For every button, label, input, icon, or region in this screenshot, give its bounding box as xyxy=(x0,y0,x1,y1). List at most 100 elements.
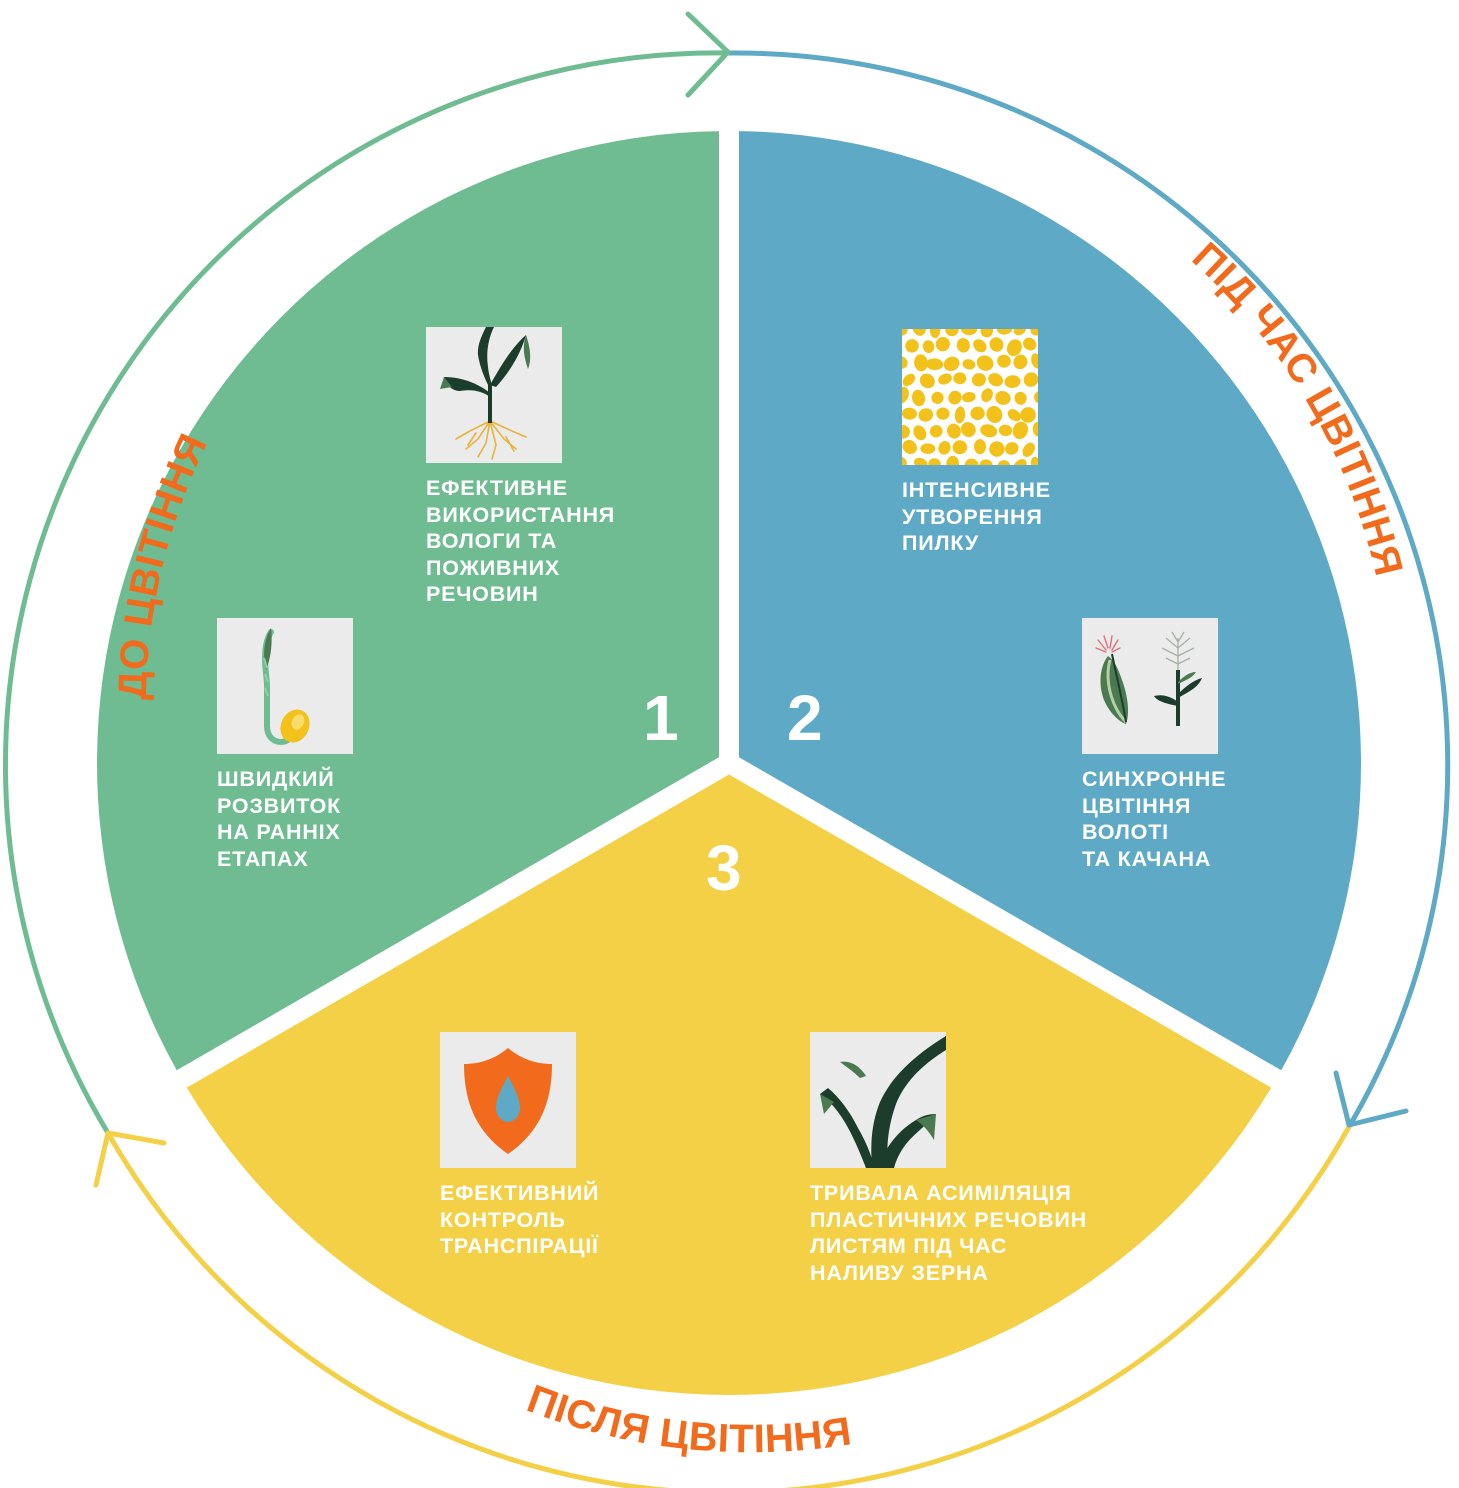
pollen-grain xyxy=(919,373,935,389)
pollen-grain xyxy=(1004,442,1019,455)
pollen-grain xyxy=(997,460,1011,465)
pollen-grain xyxy=(976,355,994,371)
pollen-grain xyxy=(947,423,961,439)
pollen-grain xyxy=(902,373,916,387)
pollen-grain xyxy=(954,406,966,424)
shield-water-drop-icon xyxy=(440,1032,576,1168)
card-caption: ЕФЕКТИВНЕ ВИКОРИСТАННЯ ВОЛОГИ ТА ПОЖИВНИ… xyxy=(426,476,616,606)
pollen-grain xyxy=(902,456,907,465)
pollen-grain xyxy=(997,354,1011,368)
card-rapid-development: ШВИДКИЙ РОЗВИТОК НА РАННІХ ЕТАПАХ xyxy=(217,618,353,872)
pollen-grain xyxy=(1006,339,1022,357)
pollen-grain xyxy=(902,355,908,369)
sprouting-seed-icon xyxy=(217,618,353,754)
pollen-grain xyxy=(913,425,927,441)
pollen-grain xyxy=(1013,329,1027,336)
sector-number-3: 3 xyxy=(706,832,742,904)
card-caption: ШВИДКИЙ РОЗВИТОК НА РАННІХ ЕТАПАХ xyxy=(217,767,342,871)
pollen-grain xyxy=(979,459,993,465)
pollen-grain xyxy=(989,441,1005,457)
arrowhead-top-icon xyxy=(685,11,731,98)
pollen-grain xyxy=(911,389,926,407)
card-moisture-efficiency: ЕФЕКТИВНЕ ВИКОРИСТАННЯ ВОЛОГИ ТА ПОЖИВНИ… xyxy=(426,327,615,608)
pollen-grain xyxy=(1020,407,1036,423)
pollen-grain xyxy=(914,354,928,372)
pollen-grain xyxy=(989,337,1004,352)
card-caption: ТРИВАЛА АСИМІЛЯЦІЯ ПЛАСТИЧНИХ РЕЧОВИН ЛИ… xyxy=(810,1181,1087,1285)
pollen-grain xyxy=(988,372,1004,387)
pollen-grain xyxy=(995,390,1011,405)
pollen-grain xyxy=(961,392,976,403)
card-leaf-assimilation: ТРИВАЛА АСИМІЛЯЦІЯ ПЛАСТИЧНИХ РЕЧОВИН ЛИ… xyxy=(810,1032,1087,1286)
pollen-grain xyxy=(981,388,994,402)
pollen-grain xyxy=(922,340,935,354)
tassel-and-ear-icon xyxy=(1082,618,1218,754)
pollen-grain xyxy=(973,439,987,455)
pollen-grain xyxy=(1014,391,1027,405)
pollen-grain xyxy=(970,406,985,421)
pollen-grain xyxy=(945,329,959,337)
pollen-grain xyxy=(998,424,1013,437)
arrowhead-left-icon xyxy=(93,1130,167,1188)
card-caption: ЕФЕКТИВНИЙ КОНТРОЛЬ ТРАНСПІРАЦІЇ xyxy=(440,1181,600,1258)
pollen-grain xyxy=(1031,353,1038,369)
pollen-grain xyxy=(902,407,918,420)
card-caption: ІНТЕНСИВНЕ УТВОРЕННЯ ПИЛКУ xyxy=(902,478,1051,555)
pollen-grain xyxy=(902,439,917,455)
pollen-grain xyxy=(902,329,908,336)
pollen-grain xyxy=(918,408,934,422)
pollen-grain xyxy=(952,440,968,455)
sector-during-flowering xyxy=(738,131,1361,1071)
pollen-grain xyxy=(986,405,1003,424)
pollen-grain xyxy=(1023,337,1037,351)
arrowhead-right-icon xyxy=(1333,1070,1409,1128)
arc-during-flowering xyxy=(727,50,1451,1128)
pollen-grain xyxy=(920,443,936,454)
pollen-grain xyxy=(1034,391,1038,404)
pollen-grain xyxy=(1004,375,1021,389)
pollen-grain xyxy=(905,339,919,353)
sector-number-1: 1 xyxy=(643,682,679,754)
pollen-grain xyxy=(929,329,941,339)
card-pollen-formation: ІНТЕНСИВНЕ УТВОРЕННЯ ПИЛКУ xyxy=(902,329,1051,557)
sector-before-flowering xyxy=(97,131,720,1071)
pollen-grain xyxy=(1007,409,1021,422)
pollen-grain xyxy=(962,359,976,370)
pollen-grain xyxy=(1023,372,1038,387)
pollen-grain xyxy=(914,457,928,465)
leaves-icon xyxy=(810,1032,946,1168)
pollen-grain xyxy=(1030,329,1038,336)
pollen-grain xyxy=(938,373,952,385)
card-transpiration-control: ЕФЕКТИВНИЙ КОНТРОЛЬ ТРАНСПІРАЦІЇ xyxy=(440,1032,599,1260)
pollen-grain xyxy=(1030,456,1038,465)
pollen-grain xyxy=(971,373,986,387)
pollen-grain xyxy=(912,329,926,336)
pollen-grain xyxy=(1032,421,1038,437)
pollen-grain xyxy=(956,338,970,353)
pollen-grain xyxy=(938,441,951,455)
pollen-grain xyxy=(973,339,987,353)
pollen-grain xyxy=(902,425,910,439)
pollen-grain xyxy=(1012,421,1029,440)
pollen-grain xyxy=(1013,354,1028,370)
arc-after-flowering xyxy=(105,1122,1353,1488)
pollen-grain xyxy=(980,329,994,338)
pollen-grain xyxy=(1022,442,1035,457)
arc-before-flowering xyxy=(3,50,733,1136)
pollen-grain xyxy=(931,391,944,405)
pollen-grain xyxy=(1036,404,1038,422)
card-caption: СИНХРОННЕ ЦВІТІННЯ ВОЛОТІ ТА КАЧАНА xyxy=(1082,767,1227,871)
sector-after-flowering xyxy=(186,774,1272,1395)
pollen-grain xyxy=(948,390,962,405)
pollen-grains-icon xyxy=(902,329,1038,465)
pollen-grain xyxy=(1013,459,1027,465)
plant-with-roots-icon xyxy=(426,327,562,463)
pollen-grain xyxy=(964,458,979,465)
sector-number-2: 2 xyxy=(787,682,823,754)
pollen-grain xyxy=(960,422,976,438)
pollen-grain xyxy=(953,372,967,385)
pollen-grain xyxy=(925,358,944,370)
pollen-grain xyxy=(959,329,978,336)
pollen-grain xyxy=(929,425,943,438)
